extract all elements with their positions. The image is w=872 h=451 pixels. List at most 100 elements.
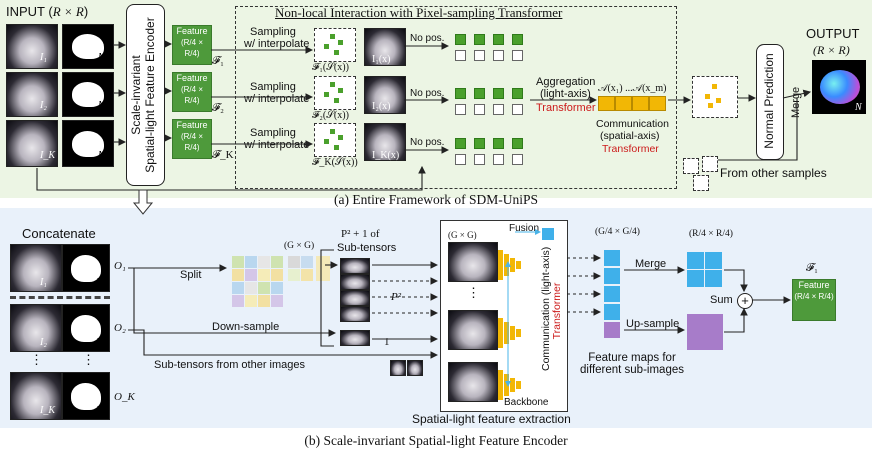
sampled-label-2: 𝓕₂(𝒮(x)) (312, 110, 349, 121)
feature-box-2-dims: (R/4 × R/4) (180, 85, 203, 105)
o-label-1: O₁ (114, 260, 126, 272)
token-green-r3-c1 (455, 138, 466, 149)
sampled-label-k: 𝓕_K(𝒮(x)) (312, 157, 358, 168)
arrow-other-images (128, 329, 439, 359)
other-sample-box-2 (702, 156, 718, 172)
sampled-dot-1-3 (324, 44, 329, 49)
merged-cell-1-0 (687, 270, 704, 287)
subtensor-1 (340, 258, 370, 274)
b-image-1 (10, 244, 62, 292)
output-normal-map (812, 60, 866, 114)
sampled-pixels-2 (314, 76, 356, 110)
feature-box-k: Feature (R/4 × R/4) (172, 119, 212, 159)
predicted-dot-2 (705, 94, 710, 99)
merged-cell-1-1 (705, 270, 722, 287)
patch-cell-0-2 (258, 256, 270, 268)
other-subtensor-2 (407, 360, 423, 376)
input-title: INPUT (R × R) (6, 4, 88, 19)
token-green-r1-c2 (474, 34, 485, 45)
feature-box-k-dims: (R/4 × R/4) (180, 132, 203, 152)
sampled-dot-2-2 (338, 88, 343, 93)
sampled-image-1 (364, 28, 406, 66)
feature-maps-label: Feature maps for different sub-images (580, 352, 684, 376)
arrow-to-output (782, 89, 812, 99)
ellipsis-2: ⋮ (82, 352, 95, 367)
split-label: Split (180, 269, 202, 281)
patch-small-1-1 (301, 269, 313, 281)
input-mask-k-label: M (98, 150, 107, 161)
input-mask-2-label: M (98, 100, 107, 111)
nonlocal-title: Non-local Interaction with Pixel-samplin… (275, 5, 563, 20)
token-white-r1-c1 (455, 50, 466, 61)
sum-label: Sum (710, 294, 733, 306)
merged-cell-0-0 (687, 252, 704, 269)
b-mask-1 (62, 244, 110, 292)
image-x-label-k: I_K(x) (372, 150, 400, 161)
feature-box-2-title: Feature (176, 73, 208, 83)
patch-small-0-0 (288, 256, 300, 268)
backbone-bar-3-4 (516, 381, 521, 389)
b-image-1-label: I₁ (40, 277, 47, 288)
sampled-label-1: 𝓕₁(𝒮(x)) (312, 62, 349, 73)
token-green-r3-c4 (512, 138, 523, 149)
backbone-bar-2-2 (504, 322, 509, 344)
backbone-bar-1-4 (516, 261, 521, 269)
input-mask-1-label: M (98, 52, 107, 63)
patch-cell-2-1 (245, 282, 257, 294)
b-image-k-label: I_K (40, 405, 55, 416)
input-mask-2 (62, 72, 114, 117)
token-white-r1-c3 (493, 50, 504, 61)
fusion-label: Fusion (509, 223, 540, 234)
communication-arrows (505, 229, 541, 387)
feature-box-k-title: Feature (176, 120, 208, 130)
feature-symbol-2: 𝓕₂ (212, 102, 224, 114)
token-green-r2-c2 (474, 88, 485, 99)
output-normal-label: N (855, 102, 862, 113)
caption-a: (a) Entire Framework of SDM-UniPS (334, 192, 538, 207)
b-feature-dims: (R/4 × R/4) (794, 292, 834, 301)
aggregation-sub: (light-axis) (540, 88, 591, 100)
communication-label: Communication (596, 118, 669, 130)
agg-token-4 (649, 96, 666, 111)
feature-symbol-1: 𝓕₁ (212, 55, 224, 67)
other-sample-box-3 (693, 175, 709, 191)
patch-cell-1-3 (271, 269, 283, 281)
token-white-r3-c4 (512, 154, 523, 165)
token-white-r2-c3 (493, 104, 504, 115)
sampled-image-k (364, 123, 406, 161)
normal-prediction-box (756, 44, 784, 160)
patch-cell-0-0 (232, 256, 244, 268)
sampled-dot-2-4 (334, 98, 339, 103)
panel-b-arrows (128, 249, 792, 359)
g4-label: (G/4 × G/4) (595, 227, 640, 237)
sampled-dot-2-3 (324, 92, 329, 97)
backbone-bar-1-3 (510, 258, 515, 272)
merged-cell-0-1 (705, 252, 722, 269)
sampling-sub-k: w/ interpolate (244, 139, 310, 151)
b-mask-k (62, 372, 110, 420)
token-green-r1-c4 (512, 34, 523, 45)
backbone-image-1 (448, 242, 498, 282)
backbone-bar-1-1 (498, 250, 503, 280)
b-mask-2-label: M (96, 337, 105, 348)
sampled-dot-3-2 (338, 135, 343, 140)
backbone-bar-3-3 (510, 378, 515, 392)
feature-map-1 (604, 250, 620, 266)
subtensor-2 (340, 274, 370, 290)
backbone-bar-3-1 (498, 370, 503, 400)
token-white-r3-c2 (474, 154, 485, 165)
up-sample-label: Up-sample (626, 318, 680, 330)
subtensor-5 (340, 330, 370, 346)
normal-map-blob (820, 70, 860, 104)
patch-cell-1-1 (245, 269, 257, 281)
feature-map-global (604, 322, 620, 338)
o-label-k: O_K (114, 391, 135, 403)
backbone-bar-2-1 (498, 318, 503, 348)
sub-tensors-label: Sub-tensors (337, 242, 397, 254)
backbone-ellipsis: ⋮ (467, 285, 480, 300)
other-subtensor-1 (390, 360, 406, 376)
b-image-k (10, 372, 62, 420)
r4-label: (R/4 × R/4) (689, 229, 733, 239)
one-label: 1 (384, 336, 390, 348)
backbone-image-3 (448, 362, 498, 402)
